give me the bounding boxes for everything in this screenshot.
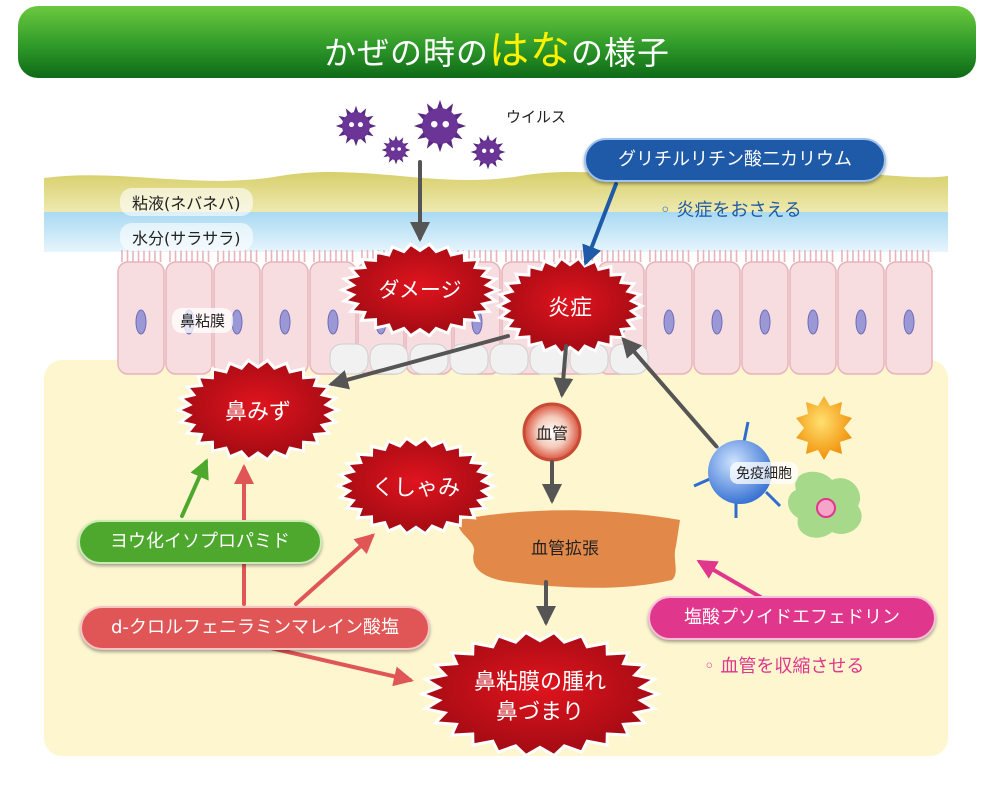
basal-cell [489,343,529,375]
arrow-glycyrrhizin [582,182,618,266]
inflammation-burst-label: 炎症 [547,296,592,321]
vasodilation-label: 血管拡張 [531,539,599,559]
title-prefix: かぜの時の [323,34,489,72]
chlorpheniramine-pill: d-クロルフェニラミンマレイン酸塩 [80,606,430,650]
runny-nose-burst-label: 鼻みず [224,400,291,425]
sneeze-burst-label: くしゃみ [371,476,460,501]
arrow-inflammation-vessel [553,344,574,398]
epithelial-cell [117,250,165,375]
glycyrrhizin-effect: ◦ 炎症をおさえる [660,200,802,221]
mucus-label: 粘液(ネバネバ) [120,188,253,216]
vasodilation-shape [457,510,680,588]
basal-cell [329,343,369,375]
inflammation-burst [494,256,646,356]
title-suffix: の様子 [571,34,671,72]
arrow-inflammation-runny [328,334,510,390]
arrow-pseudoephedrine [696,559,764,600]
epithelial-cell [261,250,309,375]
swelling-burst-line1: 鼻粘膜の腫れ [473,670,606,695]
burst-group [174,242,663,758]
vessel-label: 血管 [535,424,568,443]
virus-group [335,99,506,170]
swelling-burst-line2: 鼻づまり [495,700,584,725]
orange-cell-icon [796,396,852,460]
isopropamide-pill: ヨウ化イソプロパミド [78,520,322,564]
pseudoephedrine-effect: ◦ 血管を収縮させる [704,656,865,677]
arrow-chlor-sneeze [294,533,375,606]
title-highlight: はな [489,28,571,74]
epithelial-cell [693,250,741,375]
immune-cell-label: 免疫細胞 [730,462,798,484]
arrow-immune-inflammation [621,336,718,448]
pseudoephedrine-pill: 塩酸プソイドエフェドリン [648,596,936,640]
arrow-chlor-swelling [260,644,414,687]
virus-icon [335,105,377,147]
arrows [180,160,764,687]
epithelial-cell [645,250,693,375]
basal-cell [449,343,489,375]
epithelial-cell [885,250,933,375]
damage-burst-label: ダメージ [378,278,462,302]
epithelial-cell [789,250,837,375]
green-cell-icon [788,471,862,538]
epithelial-cell [741,250,789,375]
nasal-mucosa-label: 鼻粘膜 [172,308,234,333]
arrow-isopropamide [180,458,209,518]
title-banner [18,6,976,78]
epithelial-cell [837,250,885,375]
virus-label: ウイルス [506,108,567,126]
virus-icon [413,99,467,153]
epithelial-cell [213,250,261,375]
runny-nose-burst [174,358,342,462]
page-title: かぜの時のはなの様子 [0,18,994,76]
virus-icon [381,135,411,165]
glycyrrhizin-pill: グリチルリチン酸二カリウム [584,138,886,182]
virus-icon [470,134,506,170]
swelling-burst [417,630,663,758]
damage-burst [338,242,502,338]
water-label: 水分(サラサラ) [120,223,253,251]
sneeze-burst [334,436,498,536]
